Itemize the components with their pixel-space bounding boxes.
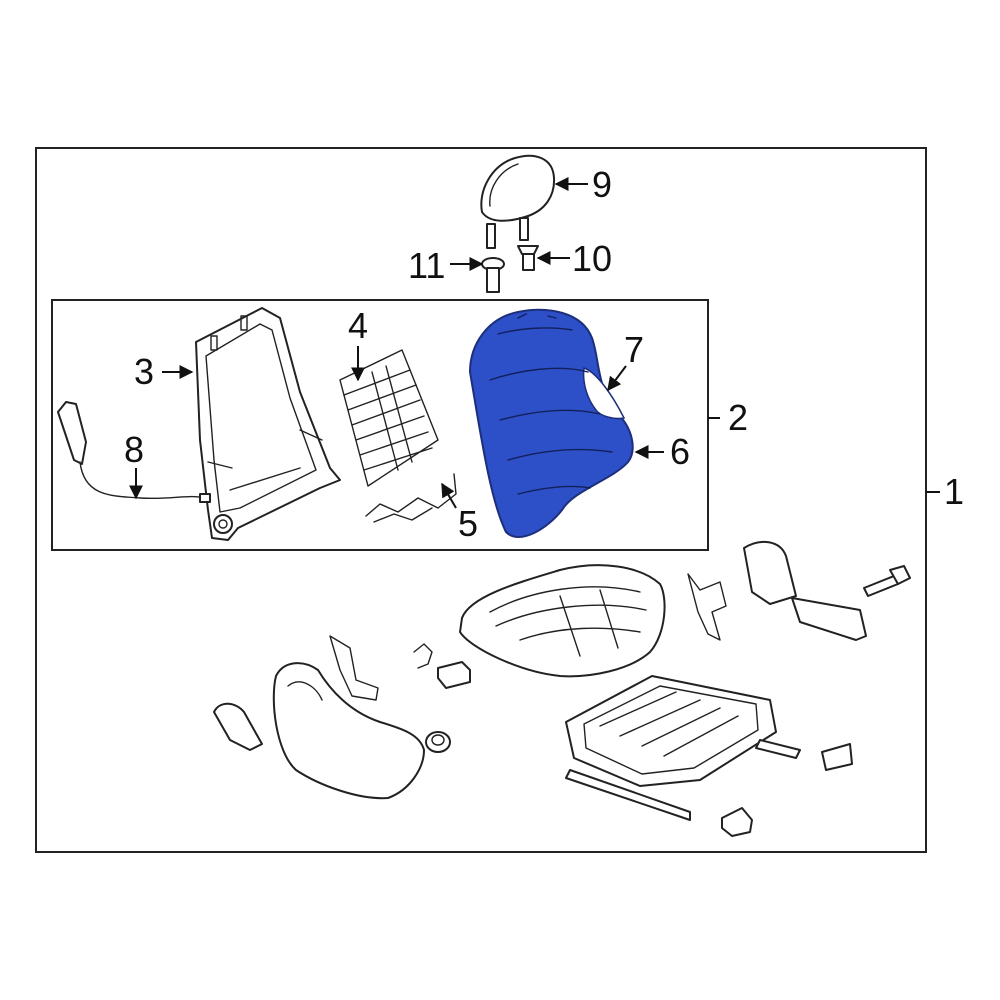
seatback-cover-part[interactable] xyxy=(468,308,634,538)
leader-5 xyxy=(441,482,457,509)
knob-part[interactable] xyxy=(425,731,451,753)
recliner-cover-part[interactable] xyxy=(743,540,867,641)
assembly-outline-box xyxy=(35,147,927,853)
callout-10: 10 xyxy=(572,238,612,279)
track-cap-part[interactable] xyxy=(721,807,753,837)
hinge-bracket-part[interactable] xyxy=(687,573,727,641)
spring-clip-part[interactable] xyxy=(365,473,457,523)
callout-5: 5 xyxy=(458,503,478,544)
bracket-part[interactable] xyxy=(329,635,433,701)
seat-track-frame-part[interactable] xyxy=(565,675,801,821)
callout-6: 6 xyxy=(670,431,690,472)
headrest-part[interactable] xyxy=(480,154,556,249)
leader-7 xyxy=(607,365,627,392)
callout-4: 4 xyxy=(348,305,368,346)
clip-part[interactable] xyxy=(437,661,471,689)
seat-cushion-part[interactable] xyxy=(459,564,666,678)
headrest-guide-10[interactable] xyxy=(517,245,539,271)
seatback-frame-part[interactable] xyxy=(195,307,341,541)
callout-7: 7 xyxy=(624,329,644,370)
callout-3: 3 xyxy=(134,351,154,392)
track-clip-part[interactable] xyxy=(821,743,853,771)
callout-9: 9 xyxy=(592,164,612,205)
seatback-outline-box xyxy=(51,299,709,551)
headrest-guide-11[interactable] xyxy=(481,257,505,293)
callout-8: 8 xyxy=(124,429,144,470)
callout-1: 1 xyxy=(944,471,964,512)
side-shield-part[interactable] xyxy=(272,662,425,800)
callout-2: 2 xyxy=(728,397,748,438)
seat-spring-mat-part[interactable] xyxy=(339,349,439,487)
bolt-part[interactable] xyxy=(863,565,911,597)
side-shield-cap-part[interactable] xyxy=(213,702,263,751)
callout-11: 11 xyxy=(408,245,445,286)
